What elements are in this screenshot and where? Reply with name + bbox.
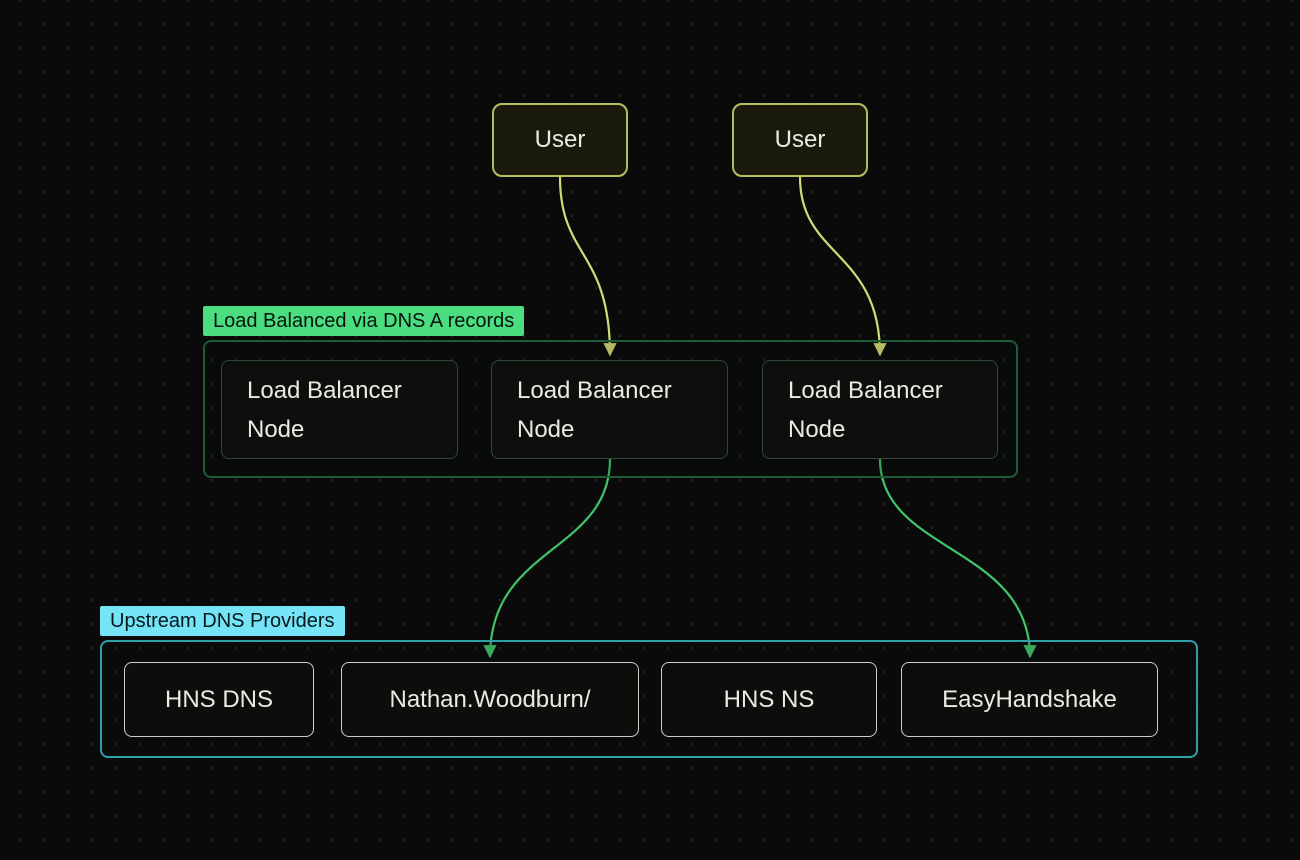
user-node-2-label: User [774,126,826,153]
hns-ns-label: HNS NS [723,685,815,713]
edge-lb-node3-to-easyhandshake [878,458,1037,659]
edge-lb-node2-to-nathan-woodburn [483,458,612,659]
easyhandshake-label: EasyHandshake [942,685,1117,713]
upstream-node-nathan-woodburn: Nathan.Woodburn/ [341,662,639,737]
upstream-node-easyhandshake: EasyHandshake [901,662,1158,737]
edge-user1-to-lb-node2 [558,176,617,357]
load-balancer-node-3: Load Balancer Node [762,360,998,459]
edge-user2-to-lb-node3 [798,176,887,357]
load-balancer-node-1: Load Balancer Node [221,360,458,459]
load-balancer-group-label: Load Balanced via DNS A records [203,306,525,336]
upstream-group-label: Upstream DNS Providers [100,606,345,636]
upstream-node-hns-dns: HNS DNS [124,662,314,737]
load-balancer-node-1-label: Load Balancer Node [247,376,402,443]
load-balancer-node-2: Load Balancer Node [491,360,728,459]
load-balancer-node-3-label: Load Balancer Node [788,376,943,443]
hns-dns-label: HNS DNS [164,685,273,713]
user-node-1-label: User [534,126,586,153]
nathan-woodburn-label: Nathan.Woodburn/ [389,685,591,713]
user-node-1: User [492,103,628,177]
upstream-node-hns-ns: HNS NS [661,662,877,737]
user-node-2: User [732,103,868,177]
load-balancer-node-2-label: Load Balancer Node [517,376,672,443]
